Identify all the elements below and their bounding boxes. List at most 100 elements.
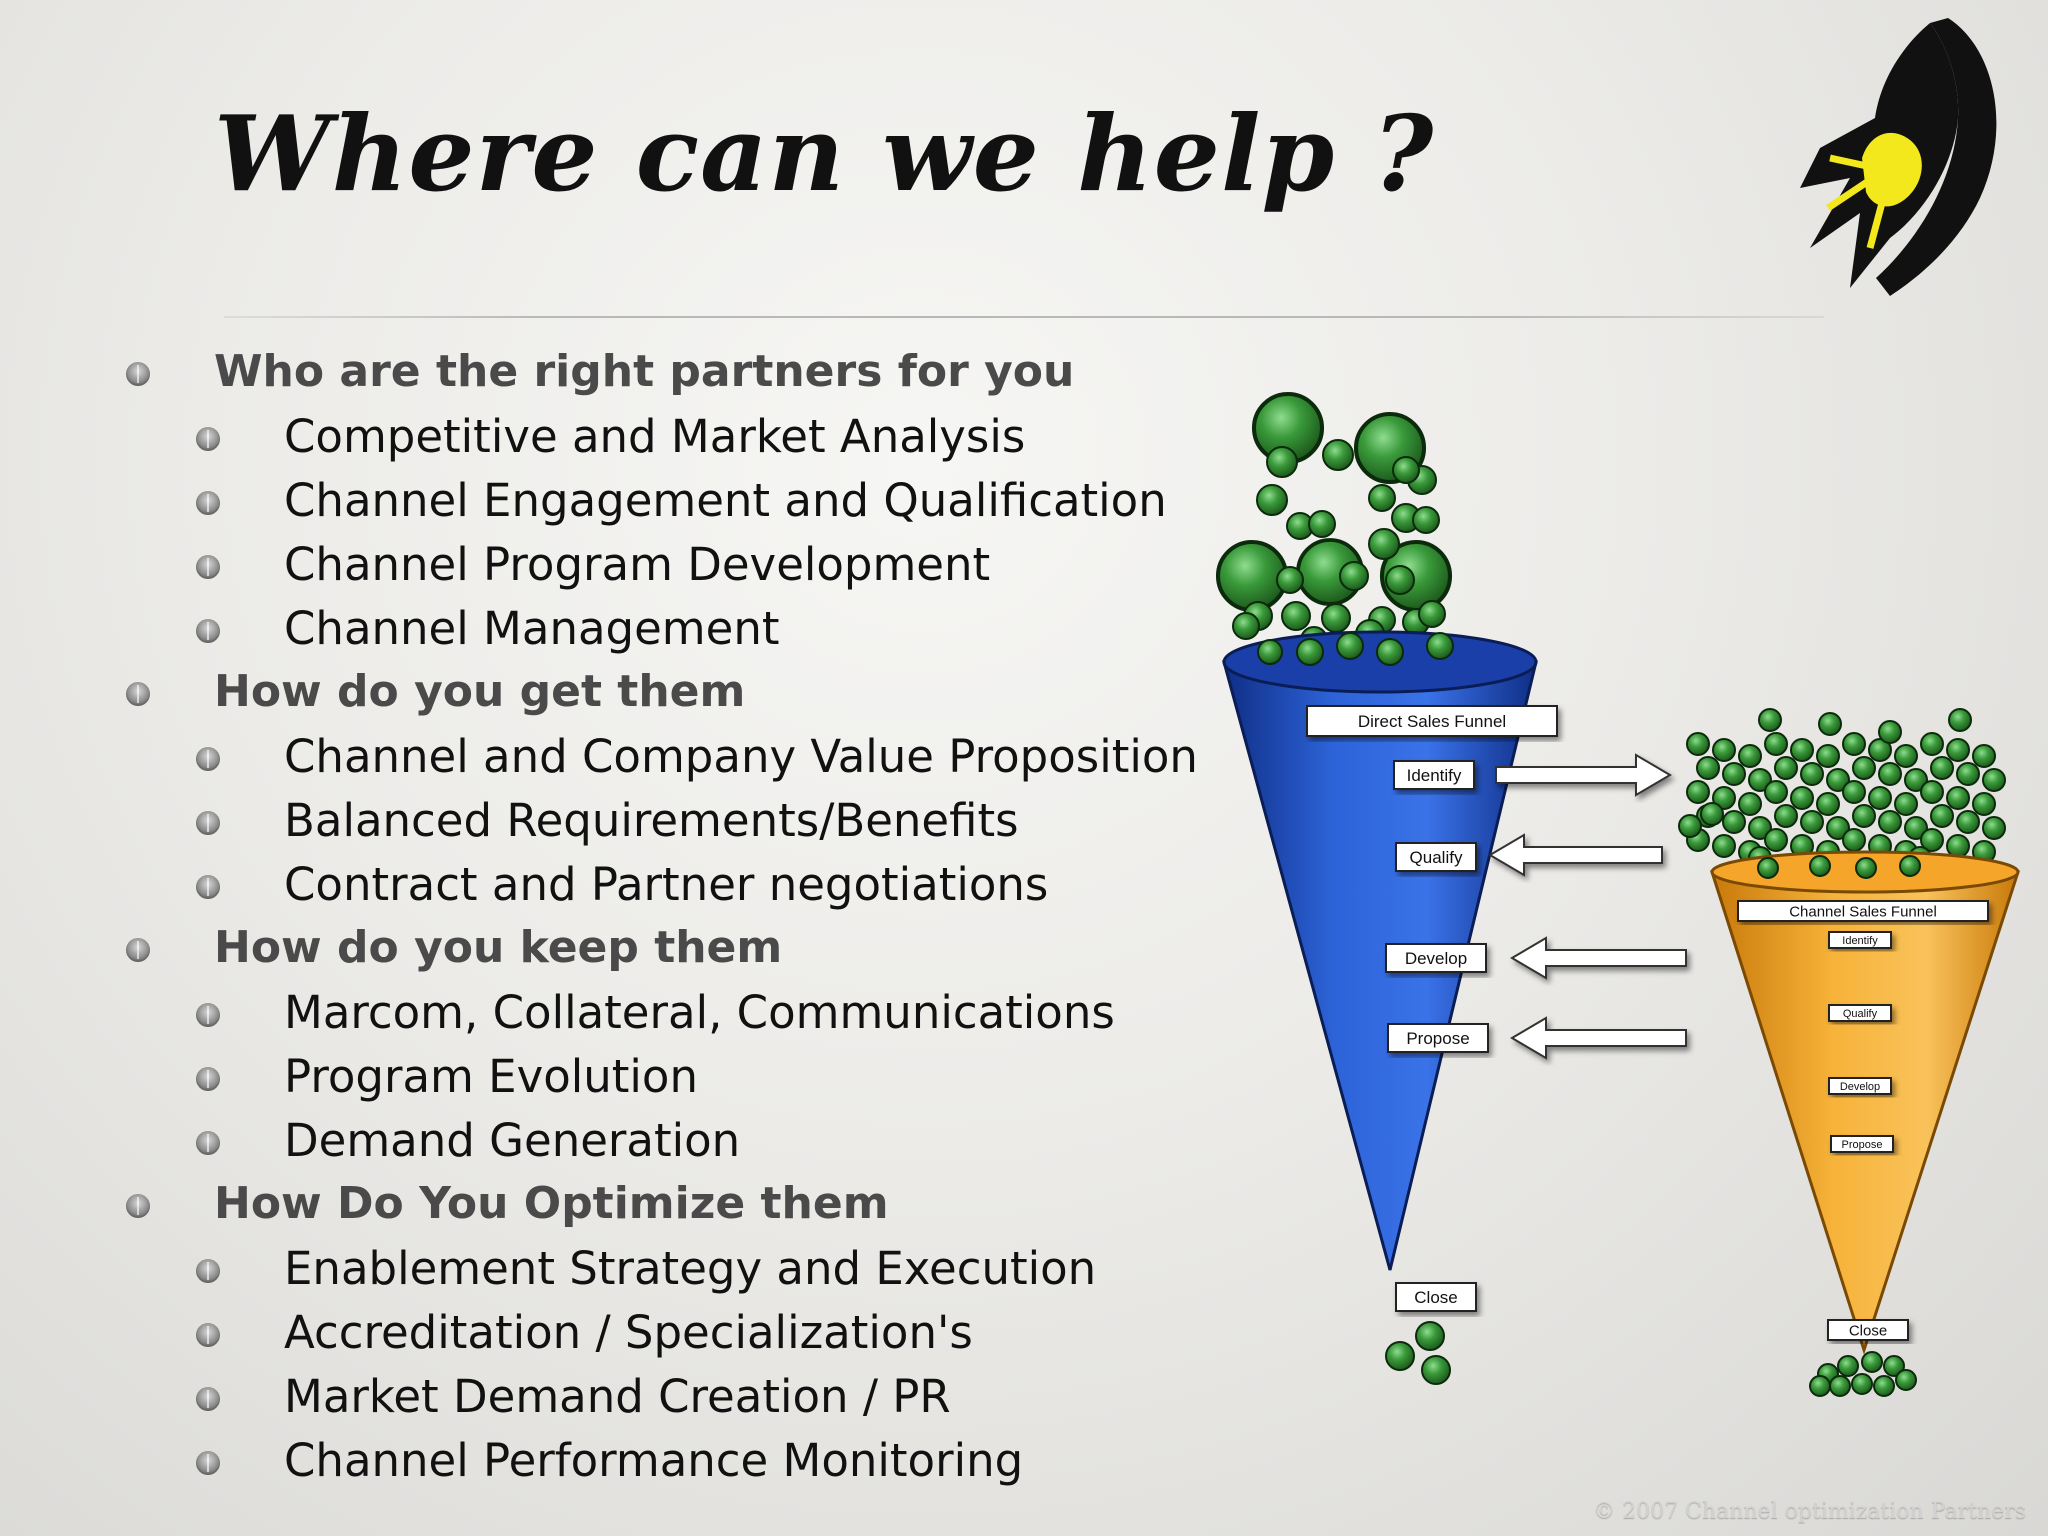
outline-heading-text: Who are the right partners for you: [214, 346, 1075, 397]
outline-item: Contract and Partner negotiations: [196, 862, 1048, 907]
lead-ball-icon: [1385, 565, 1415, 595]
lead-ball-icon: [1878, 810, 1902, 834]
lead-ball-icon: [1421, 1355, 1451, 1385]
lead-ball-icon: [1256, 484, 1288, 516]
outline-item: Channel Management: [196, 606, 779, 651]
direct-funnel-stage: Develop: [1405, 949, 1467, 968]
outline-item-text: Channel Performance Monitoring: [284, 1434, 1024, 1487]
lead-ball-icon: [1899, 855, 1921, 877]
lead-ball-icon: [1415, 1321, 1445, 1351]
lead-ball-icon: [1215, 539, 1289, 613]
direct-funnel-stage-box: [1395, 842, 1477, 872]
outline-heading-text: How do you keep them: [214, 922, 783, 973]
lead-ball-icon: [1852, 756, 1876, 780]
outline-heading: How do you get them: [126, 670, 745, 714]
lead-ball-icon: [1712, 786, 1736, 810]
lead-ball-icon: [1982, 768, 2006, 792]
bullet-icon: [196, 811, 220, 835]
channel-funnel-stage-box: [1830, 1135, 1894, 1153]
lead-ball-icon: [1336, 632, 1364, 660]
outline-heading-text: How do you get them: [214, 666, 746, 717]
lead-ball-icon: [1790, 738, 1814, 762]
lead-ball-icon: [1809, 855, 1831, 877]
lead-ball-icon: [1851, 1373, 1873, 1395]
outline-item: Channel and Company Value Proposition: [196, 734, 1198, 779]
lead-ball-icon: [1296, 638, 1324, 666]
lead-ball-icon: [1738, 744, 1762, 768]
lead-ball-icon: [1700, 802, 1724, 826]
lead-ball-icon: [1790, 786, 1814, 810]
lead-ball-icon: [1322, 439, 1354, 471]
bullet-icon: [196, 875, 220, 899]
outline-item: Marcom, Collateral, Communications: [196, 990, 1115, 1035]
sales-funnel-diagram: Direct Sales FunnelIdentifyQualifyDevelo…: [1215, 391, 2021, 1397]
lead-ball-icon: [1281, 601, 1311, 631]
outline-item: Channel Program Development: [196, 542, 990, 587]
lead-ball-icon: [1764, 780, 1788, 804]
arrow-icon: [1488, 833, 1663, 877]
bullet-icon: [196, 1067, 220, 1091]
lead-ball-icon: [1837, 1355, 1859, 1377]
outline-heading: Who are the right partners for you: [126, 350, 1074, 394]
direct-funnel-stage-box: [1387, 1023, 1489, 1053]
channel-funnel-stage: Close: [1849, 1322, 1887, 1339]
lead-ball-icon: [1339, 561, 1369, 591]
lead-ball-icon: [1764, 732, 1788, 756]
lead-ball-icon: [1826, 816, 1850, 840]
lead-ball-icon: [1800, 810, 1824, 834]
lead-ball-icon: [1696, 756, 1720, 780]
lead-ball-icon: [1748, 768, 1772, 792]
bullet-icon: [196, 1131, 220, 1155]
outline-item-text: Channel Engagement and Qualification: [284, 474, 1167, 527]
channel-funnel-stage: Qualify: [1843, 1008, 1878, 1020]
channel-funnel-stage-box: [1828, 1004, 1892, 1022]
bullet-icon: [126, 682, 150, 706]
outline-item-text: Accreditation / Specialization's: [284, 1306, 973, 1359]
channel-funnel-title: Channel Sales Funnel: [1789, 903, 1937, 920]
lead-ball-icon: [1895, 1369, 1917, 1391]
company-logo-icon: [1800, 18, 1997, 296]
bullet-icon: [196, 491, 220, 515]
lead-ball-icon: [1232, 612, 1260, 640]
direct-funnel-stage: Propose: [1406, 1029, 1469, 1048]
lead-ball-icon: [1321, 603, 1351, 633]
lead-ball-icon: [1308, 510, 1336, 538]
lead-ball-icon: [1894, 744, 1918, 768]
lead-ball-icon: [1368, 528, 1400, 560]
outline-item-text: Channel Program Development: [284, 538, 991, 591]
lead-ball-icon: [1982, 816, 2006, 840]
lead-ball-icon: [1873, 1375, 1895, 1397]
lead-ball-icon: [1816, 744, 1840, 768]
lead-ball-icon: [1376, 638, 1404, 666]
lead-ball-icon: [1276, 566, 1304, 594]
lead-ball-icon: [1758, 708, 1782, 732]
outline-heading-text: How Do You Optimize them: [214, 1178, 889, 1229]
lead-ball-icon: [1878, 762, 1902, 786]
lead-ball-icon: [1842, 732, 1866, 756]
direct-funnel-stage: Close: [1414, 1288, 1457, 1307]
lead-ball-icon: [1412, 506, 1440, 534]
outline-item: Competitive and Market Analysis: [196, 414, 1025, 459]
arrow-icon: [1510, 1016, 1687, 1060]
lead-ball-icon: [1946, 834, 1970, 858]
lead-ball-icon: [1842, 828, 1866, 852]
lead-ball-icon: [1883, 1355, 1905, 1377]
lead-ball-icon: [1948, 708, 1972, 732]
lead-ball-icon: [1920, 828, 1944, 852]
lead-ball-icon: [1904, 816, 1928, 840]
outline-item: Channel Engagement and Qualification: [196, 478, 1167, 523]
lead-ball-icon: [1852, 804, 1876, 828]
outline-item: Channel Performance Monitoring: [196, 1438, 1023, 1483]
lead-ball-icon: [1920, 732, 1944, 756]
outline-item-text: Market Demand Creation / PR: [284, 1370, 951, 1423]
lead-ball-icon: [1678, 814, 1702, 838]
lead-ball-icon: [1266, 446, 1298, 478]
channel-funnel-stage: Develop: [1840, 1081, 1880, 1093]
bullet-icon: [196, 1387, 220, 1411]
direct-funnel-stage-box: [1393, 760, 1475, 790]
outline-heading: How Do You Optimize them: [126, 1182, 889, 1226]
outline-item-text: Channel and Company Value Proposition: [284, 730, 1198, 783]
outline-item-text: Program Evolution: [284, 1050, 698, 1103]
bullet-icon: [196, 1451, 220, 1475]
bullet-icon: [196, 1259, 220, 1283]
